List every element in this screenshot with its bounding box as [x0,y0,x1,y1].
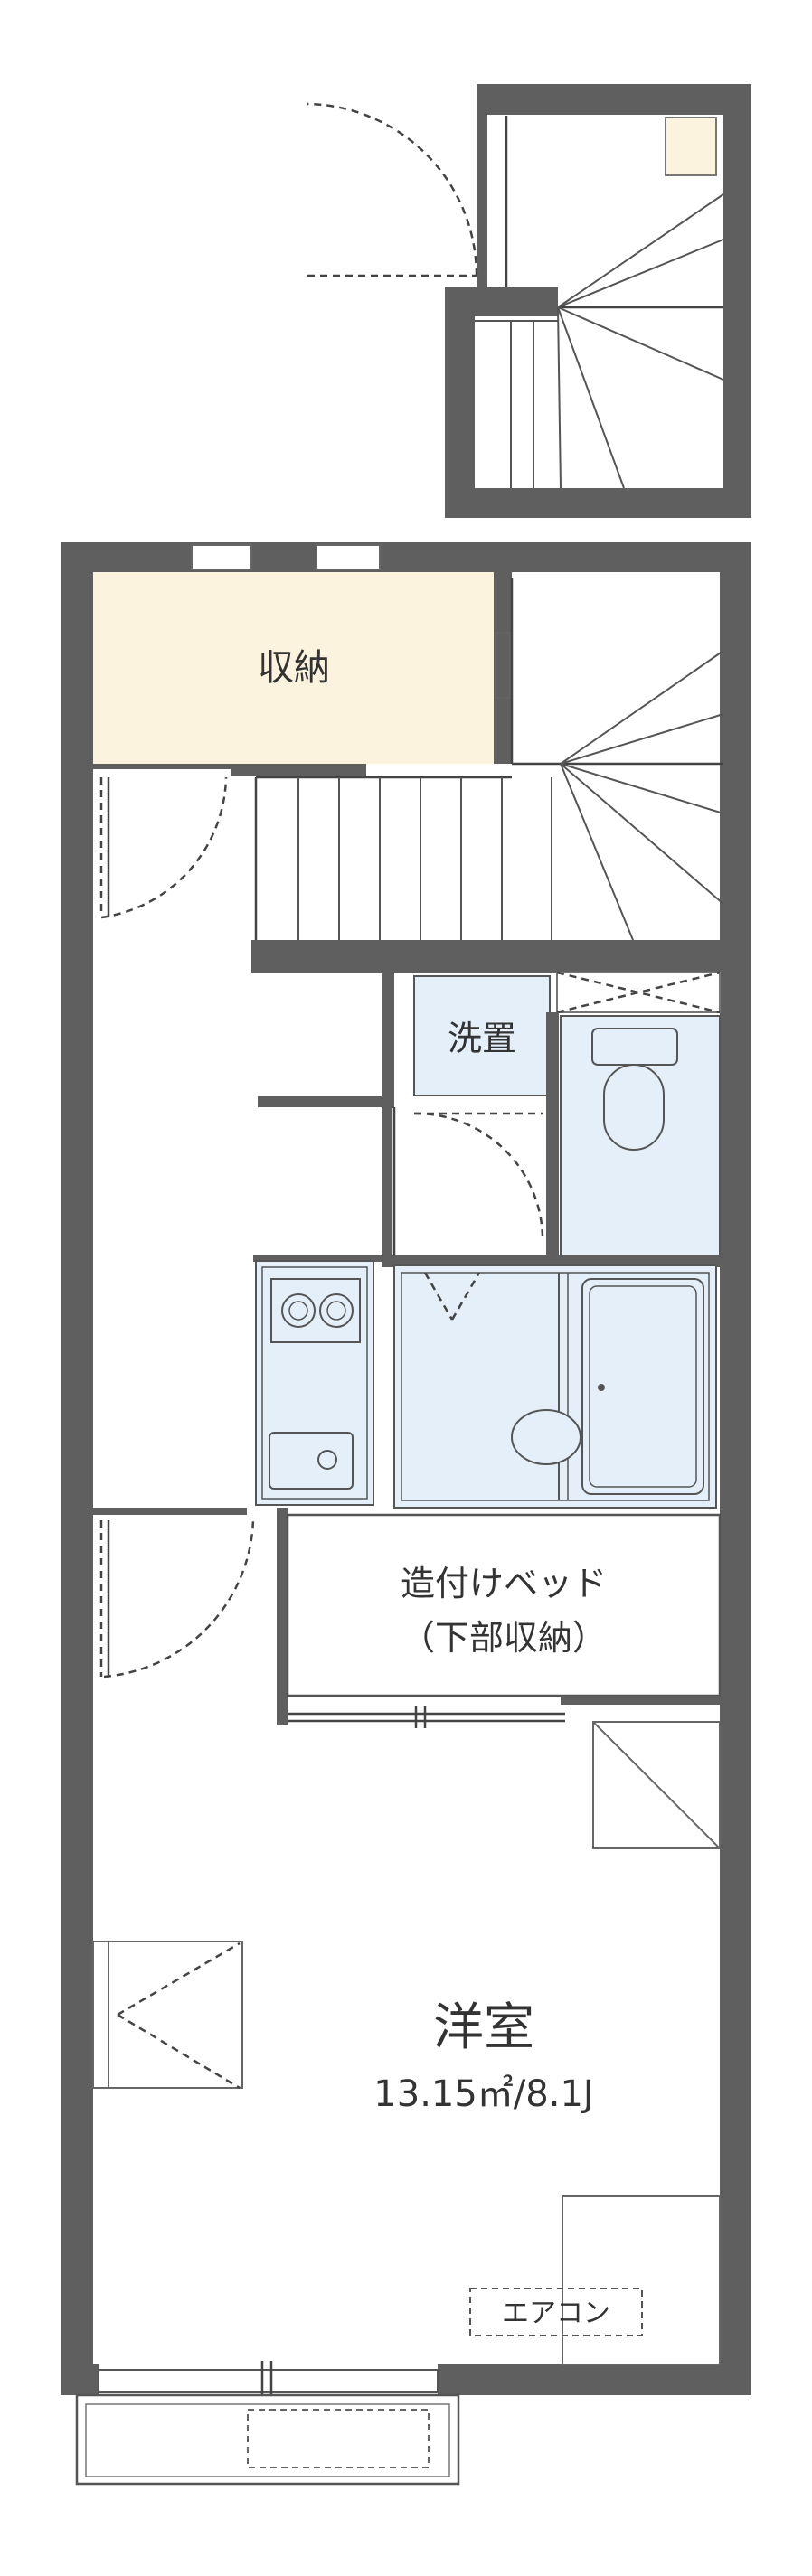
upper-wall-top [477,84,751,115]
main-floor [61,542,751,2486]
stair-treads [297,650,724,941]
built-in-bed [286,1513,722,1697]
storage-label: 収納 [258,647,330,689]
aircon-label: エアコン [502,2298,610,2329]
burner-1 [281,1293,316,1328]
washroom-door-swing [413,1112,544,1237]
balcony-outdoor-unit [247,2409,430,2468]
bed-label-line1: 造付けベッド [401,1564,607,1603]
upper-wall-left [445,287,475,518]
wall-bottom-left [61,2364,99,2395]
upper-floor [307,84,751,518]
balcony [75,2393,460,2486]
upper-wall-step [445,287,558,316]
aircon-unit [469,2288,643,2336]
bathtub [581,1278,704,1495]
toilet-bowl [603,1064,665,1151]
wall-top [61,542,751,572]
storage-door-swing [100,776,228,919]
washer-label: 洗置 [448,1019,516,1058]
toilet-tank [591,1028,678,1066]
room-area: 13.15㎡/8.1J [373,2073,593,2115]
upper-wall-door-jamb [477,84,487,292]
wall-left [61,542,93,2395]
washer-space [413,975,551,1096]
upper-door-swing [307,102,478,277]
room-name: 洋室 [433,1998,534,2057]
burner-2 [319,1293,354,1328]
stair-landing-wall [251,940,751,973]
window-top-2 [316,544,381,570]
room-door-swing [103,1518,255,1678]
sink [269,1432,354,1490]
wall-bottom-right [438,2364,751,2395]
storage-room [93,572,494,764]
balcony-sliding-door [98,2369,439,2393]
aircon-alcove [562,2195,721,2365]
window-top-1 [191,544,252,570]
upper-wall-bottom [445,488,751,518]
upper-wall-right [723,84,751,518]
left-opening [92,1941,243,2089]
vent-box [665,117,717,176]
wall-right [720,542,751,2395]
wash-basin [511,1409,581,1465]
bed-label-line2: （下部収納） [401,1618,607,1658]
